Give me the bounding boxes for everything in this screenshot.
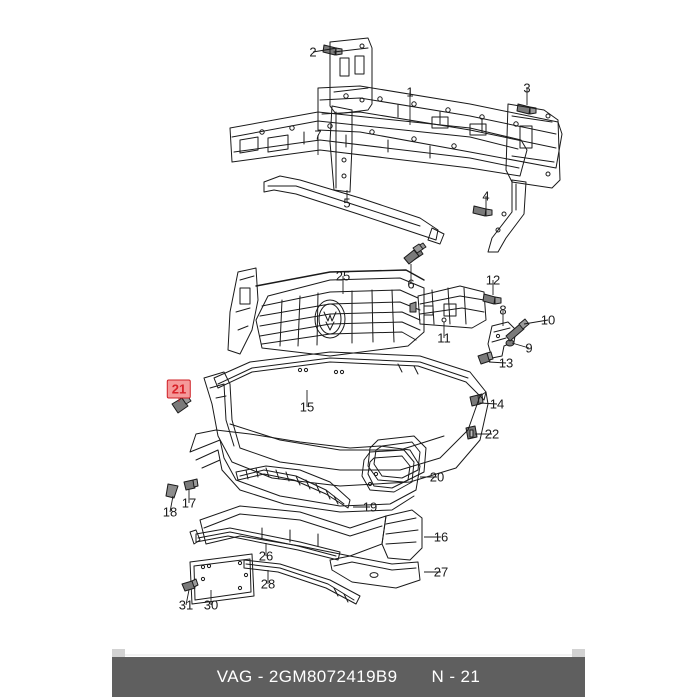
exploded-diagram-drawing — [165, 37, 563, 606]
part-28-lower-strip — [243, 559, 361, 605]
callout-label-30: 30 — [203, 597, 219, 613]
callout-label-15: 15 — [299, 399, 315, 415]
part-19-lower-mesh — [235, 465, 351, 509]
callout-label-6: 6 — [407, 276, 415, 292]
part-26-trim-strip — [189, 527, 341, 561]
leader-line-14 — [479, 402, 498, 405]
part-27-corner-trim — [329, 555, 421, 589]
leader-line-2 — [312, 47, 338, 53]
callout-label-16: 16 — [433, 529, 449, 545]
footer-rule — [112, 654, 585, 656]
part-4-bolt — [472, 205, 493, 217]
part-17-clip — [183, 478, 199, 491]
part-8-side-bracket — [487, 321, 517, 359]
part-13-clip — [477, 351, 494, 365]
part-left-side-bracket-upper — [227, 267, 259, 355]
part-18-clip — [165, 483, 179, 499]
leader-line-31 — [185, 589, 190, 606]
callout-label-8: 8 — [499, 302, 507, 318]
callout-label-28: 28 — [260, 576, 276, 592]
callout-label-4: 4 — [482, 188, 490, 204]
part-10-screw — [505, 318, 530, 342]
callout-label-11: 11 — [437, 330, 451, 346]
callout-label-22: 22 — [484, 426, 500, 442]
footer-tab-left — [112, 649, 125, 658]
callout-label-10: 10 — [540, 312, 556, 328]
part-lower-valance — [199, 505, 387, 557]
callout-label-20: 20 — [429, 469, 445, 485]
part-left-vertical-bracket — [329, 37, 373, 193]
footer-tab-right — [572, 649, 585, 658]
part-31-clip — [181, 578, 199, 592]
callout-label-14: 14 — [489, 396, 505, 412]
callout-label-3: 3 — [523, 80, 531, 96]
callout-label-13: 13 — [498, 355, 514, 371]
callout-label-17: 17 — [181, 495, 197, 511]
callout-label-9: 9 — [525, 340, 533, 356]
callout-label-12: 12 — [485, 272, 501, 288]
callout-label-19: 19 — [362, 499, 378, 515]
part-right-bracket — [487, 103, 561, 253]
callout-label-5: 5 — [343, 195, 351, 211]
leader-line-9 — [511, 342, 530, 349]
part-7-upper-crossmember — [229, 111, 528, 177]
leader-line-10 — [523, 319, 549, 325]
callout-label-18: 18 — [162, 504, 178, 520]
callout-label-26: 26 — [258, 548, 274, 564]
part-12-bolt — [482, 293, 502, 305]
callout-label-31: 31 — [178, 597, 194, 613]
callout-label-2: 2 — [309, 44, 317, 60]
callout-leader-lines — [169, 47, 549, 606]
callout-label-7: 7 — [314, 127, 322, 143]
callout-label-25: 25 — [335, 268, 351, 284]
part-20-lower-bumper-grille — [189, 429, 421, 513]
part-main-bumper-cover — [203, 371, 489, 487]
callout-label-21[interactable]: 21 — [166, 379, 192, 399]
part-15-bumper-moulding — [213, 351, 487, 401]
footer-bar: VAG - 2GM8072419B9 N - 21 — [112, 657, 585, 697]
callout-label-1: 1 — [406, 84, 414, 100]
part-16-corner-trim — [381, 509, 423, 561]
leader-line-18 — [169, 495, 174, 513]
part-5-lower-deflector — [263, 175, 445, 245]
part-6-clip — [403, 243, 424, 265]
part-number: VAG - 2GM8072419B9 — [216, 667, 398, 686]
part-11-bracket — [409, 285, 487, 329]
leader-line-13 — [488, 361, 507, 364]
group-code: N - 21 — [431, 667, 481, 686]
callout-label-27: 27 — [433, 564, 449, 580]
part-25-radiator-grille — [255, 269, 425, 357]
part-22-clip — [465, 425, 478, 440]
part-30-license-plate-holder — [189, 553, 255, 605]
